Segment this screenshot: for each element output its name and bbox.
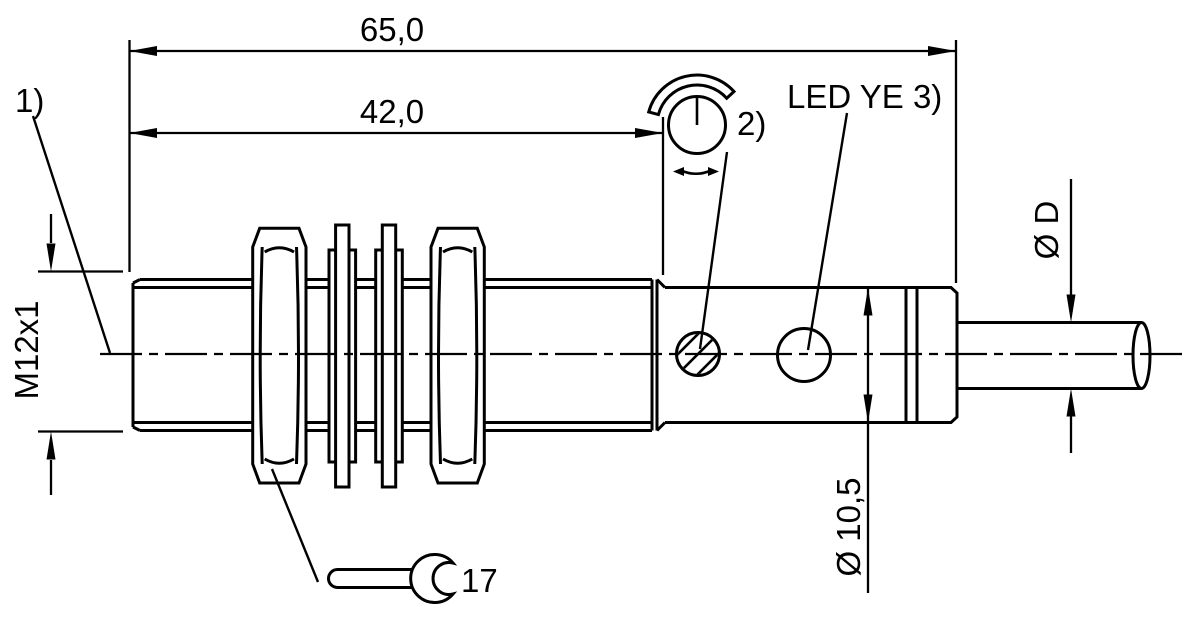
leader-wrench (270, 468, 320, 583)
sensor-body-outline (131, 223, 1152, 489)
wrench-size-label: 17 (461, 562, 498, 599)
arrowhead-down (1066, 294, 1076, 323)
adjust-arrowhead-left (673, 167, 684, 176)
wrench-head (409, 553, 458, 604)
leader-ref-2 (698, 151, 729, 350)
arrowhead-up (1066, 388, 1076, 417)
arrowhead-down (863, 394, 873, 423)
hex-nut-rear (429, 226, 486, 485)
ref-1-label: 1) (15, 82, 44, 119)
arrowhead-up (46, 431, 56, 460)
adjust-arrowhead-right (708, 167, 719, 176)
cable-diameter-label: Ø D (1028, 201, 1065, 260)
lock-washer-1 (327, 223, 358, 489)
dimension-thread-length (129, 117, 665, 275)
thread-length-label: 42,0 (360, 93, 424, 130)
arrowhead-right (635, 128, 663, 138)
lock-washer-2 (374, 223, 404, 489)
wrench-handle (327, 568, 417, 589)
adjust-arrow-curve (680, 169, 712, 176)
dimension-total-length (128, 40, 958, 283)
body-diameter-label: Ø 10,5 (830, 477, 867, 576)
thread-spec-label: M12x1 (8, 300, 45, 399)
arrowhead-left (129, 128, 157, 138)
potentiometer-rotation-icon (646, 73, 737, 176)
rotation-arc (646, 73, 737, 117)
arrowhead-up (863, 287, 873, 316)
arrowhead-right (928, 46, 956, 56)
led-label: LED YE 3) (787, 78, 942, 115)
arrowhead-left (129, 46, 157, 56)
dimension-body-diameter (863, 287, 873, 593)
leader-led (806, 112, 849, 351)
cable (957, 321, 1152, 390)
total-length-label: 65,0 (360, 11, 424, 48)
leader-ref-1 (31, 115, 112, 354)
dimension-thread-spec (38, 214, 123, 495)
arrowhead-down (46, 243, 56, 272)
open-end-wrench-icon (327, 553, 458, 604)
hex-nut-front (251, 226, 308, 485)
leader-lines (31, 112, 849, 583)
ref-2-label: 2) (737, 105, 766, 142)
dimension-cable-diameter (1066, 179, 1076, 453)
